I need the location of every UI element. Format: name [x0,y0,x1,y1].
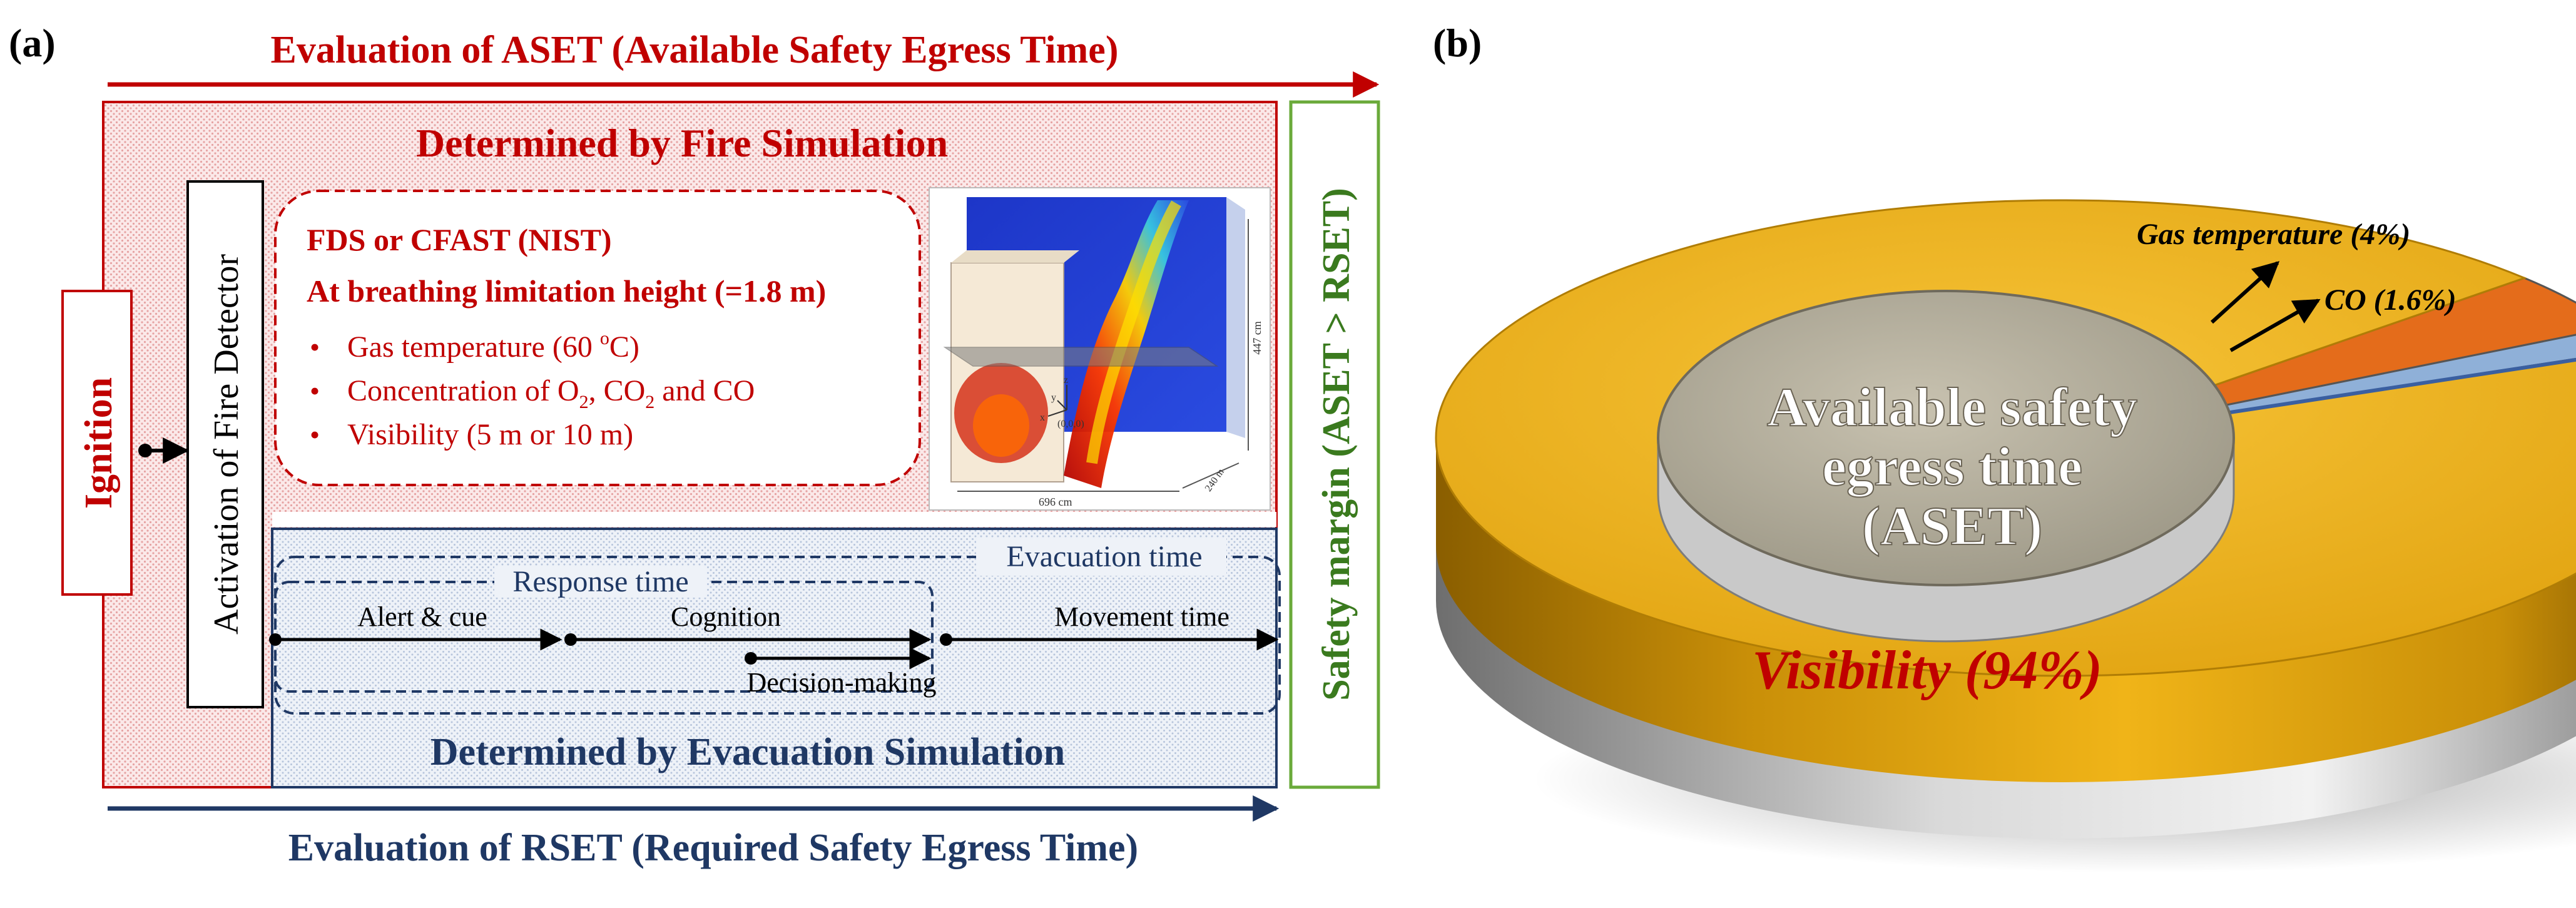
decision-making-label: Decision-making [746,667,936,698]
bullet-1: • [310,331,320,363]
ignition-label: Ignition [78,377,120,509]
evacuation-time-box [274,556,1281,715]
rset-title: Evaluation of RSET (Required Safety Egre… [288,827,1138,869]
sim-axis-x: x [1040,412,1045,423]
pie-hub [1657,290,2235,643]
evacuation-simulation-title: Determined by Evacuation Simulation [430,731,1065,773]
gas-temperature-slice-label: Gas temperature (4%) [2137,218,2410,251]
safety-margin-label: Safety margin (ASET > RSET) [1315,188,1358,701]
hub-line-3: (ASET) [1862,496,2043,557]
panel-b: (b) Available safety egress time (ASET) … [1433,21,2576,873]
visibility-slice-label: Visibility (94%) [1752,640,2102,701]
bullet-3: • [310,419,320,451]
hub-line-2: egress time [1822,437,2082,497]
aset-title: Evaluation of ASET (Available Safety Egr… [271,29,1119,71]
response-time-label: Response time [512,565,688,598]
sim-origin: (0,0,0) [1057,419,1084,429]
bullet-2: • [310,375,320,407]
evacuation-time-label: Evacuation time [1006,540,1202,573]
fire-simulation-title: Determined by Fire Simulation [416,121,948,165]
cognition-label: Cognition [671,601,781,632]
co-leader-arrow [2229,298,2321,352]
panel-a: (a) Evaluation of ASET (Available Safety… [9,21,1380,869]
fire-simulation-image: 447 cm 696 cm 240 m z x y (0,0,0) [929,187,1271,511]
fire-detector-box [186,180,264,708]
bullet-concentration: Concentration of O2, CO2 and CO [347,374,755,412]
bullet-gas-temperature: Gas temperature (60 oC) [347,328,639,364]
fds-line1: FDS or CFAST (NIST) [307,222,612,257]
hub-line-1: Available safety [1767,377,2137,438]
gas-leader-arrow [2210,261,2280,324]
alert-cue-label: Alert & cue [357,601,487,632]
fire-detector-label: Activation of Fire Detector [207,254,246,635]
bullet-visibility: Visibility (5 m or 10 m) [347,418,633,451]
fds-line2: At breathing limitation height (=1.8 m) [307,273,826,309]
fds-info-box [274,190,921,486]
sim-height-dim: 447 cm [1251,321,1263,355]
sim-axis-y: y [1051,392,1056,403]
panel-b-label: (b) [1433,21,1482,65]
movement-time-label: Movement time [1054,601,1229,632]
co-slice-label: CO (1.6%) [2324,283,2456,317]
ignition-box [61,290,133,596]
sim-length-dim: 696 cm [1039,496,1072,508]
area-separator [272,512,1276,527]
panel-a-label: (a) [9,21,56,65]
safety-margin-box [1289,100,1380,789]
sim-axis-z: z [1064,375,1068,385]
